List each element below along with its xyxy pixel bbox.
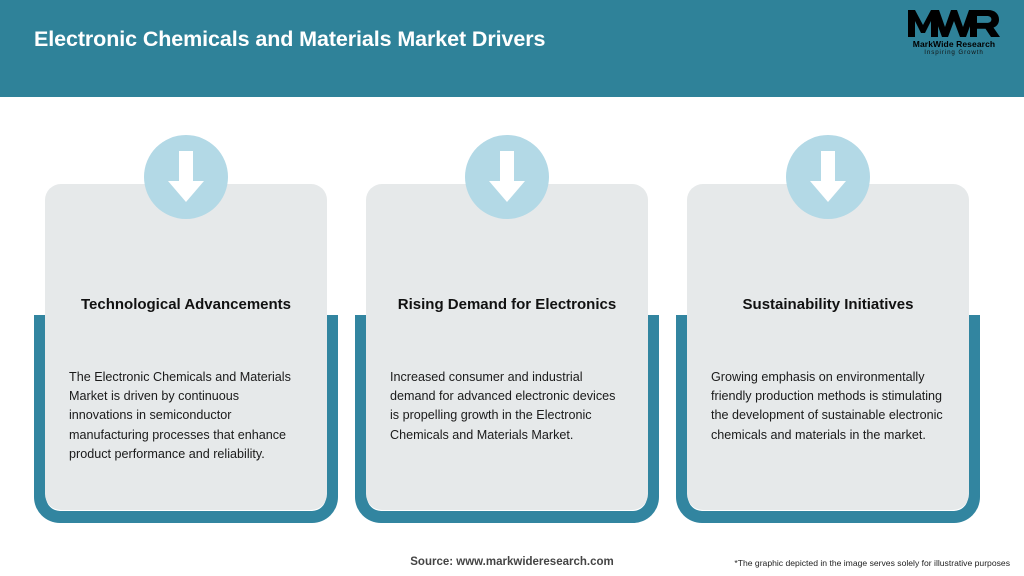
arrow-down-icon [144,135,228,219]
card-surface: Technological Advancements The Electroni… [45,184,327,510]
page-header: Electronic Chemicals and Materials Marke… [0,0,1024,97]
arrow-down-icon [465,135,549,219]
card-description: The Electronic Chemicals and Materials M… [69,370,291,461]
card-surface: Sustainability Initiatives Growing empha… [687,184,969,510]
driver-card-2[interactable]: Rising Demand for Electronics Increased … [349,135,665,535]
arrow-down-icon [786,135,870,219]
disclaimer-note: *The graphic depicted in the image serve… [734,558,1010,568]
card-title: Technological Advancements [80,296,292,313]
card-accent-border [34,315,338,523]
card-accent-border [355,315,659,523]
card-description: Increased consumer and industrial demand… [390,370,616,442]
market-drivers-card-group: Technological Advancements The Electroni… [0,97,1024,537]
source-label: Source: www.markwideresearch.com [410,556,614,568]
logo-tagline: Inspiring Growth [924,49,984,56]
card-title: Sustainability Initiatives [742,296,914,313]
card-description: Growing emphasis on environmentally frie… [711,370,943,442]
markwide-research-logo: MarkWide Research Inspiring Growth [902,8,1006,58]
mwr-logo-icon [908,10,1000,37]
page-title: Electronic Chemicals and Materials Marke… [34,27,546,51]
driver-card-3[interactable]: Sustainability Initiatives Growing empha… [670,135,986,535]
driver-card-1[interactable]: Technological Advancements The Electroni… [28,135,344,535]
logo-company-name: MarkWide Research [912,39,996,49]
card-title: Rising Demand for Electronics [397,296,617,313]
card-surface: Rising Demand for Electronics Increased … [366,184,648,510]
card-accent-border [676,315,980,523]
